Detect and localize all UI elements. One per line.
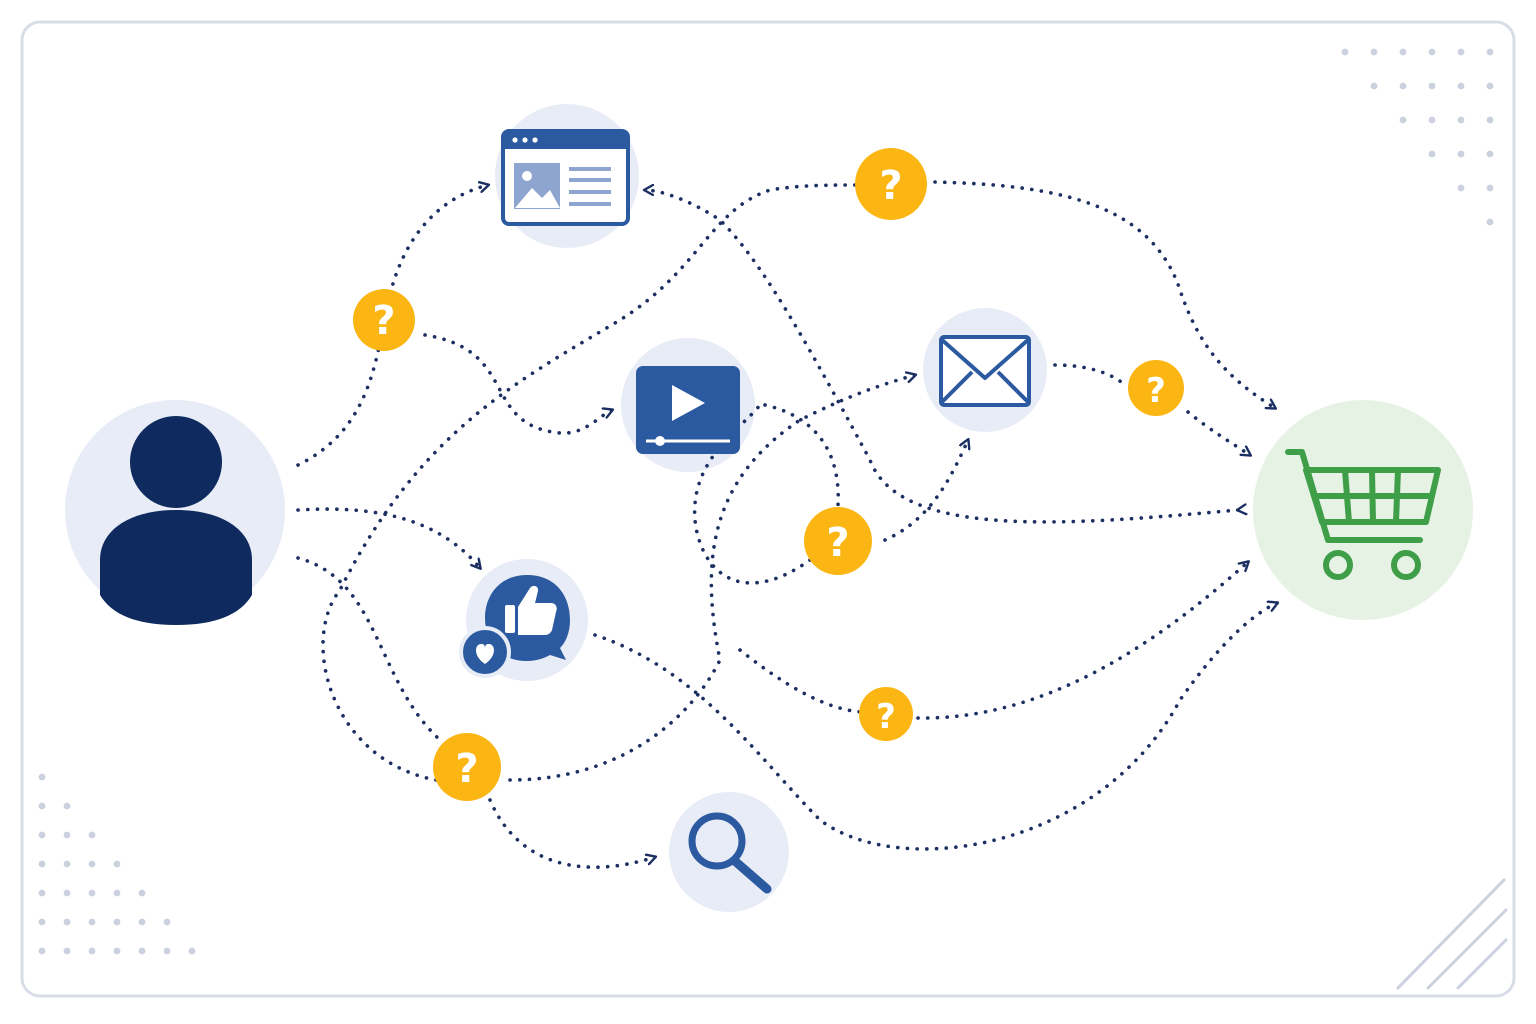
- decor-dot: [1457, 48, 1465, 56]
- decor-dot: [163, 918, 171, 926]
- shopping-cart-icon: [1285, 449, 1441, 580]
- question-badge-q5: ?: [433, 733, 501, 801]
- question-badge-q3: ?: [804, 507, 872, 575]
- decor-dot: [63, 918, 71, 926]
- decor-dot: [1457, 82, 1465, 90]
- path-user-to-q5: [296, 556, 442, 742]
- decor-dot: [1457, 116, 1465, 124]
- question-mark: ?: [1146, 371, 1166, 411]
- decor-dot: [63, 947, 71, 955]
- cart-node-halo: [1253, 400, 1473, 620]
- decor-dot: [88, 918, 96, 926]
- decor-dot: [1486, 116, 1494, 124]
- decor-dot: [1486, 150, 1494, 158]
- decor-dot: [88, 889, 96, 897]
- path-q1-to-video: [423, 333, 612, 435]
- decor-dot: [113, 918, 121, 926]
- decor-dot: [38, 802, 46, 810]
- question-badge-q4: ?: [1128, 360, 1184, 416]
- question-badges: ? ? ? ? ? ?: [353, 148, 1184, 801]
- decor-dot: [138, 918, 146, 926]
- decor-dot: [63, 802, 71, 810]
- decor-dot: [1428, 48, 1436, 56]
- decor-dot: [63, 831, 71, 839]
- path-q5-loop-to-website: [321, 183, 857, 782]
- decor-dot: [1428, 116, 1436, 124]
- decor-dot: [1457, 184, 1465, 192]
- decor-dot: [138, 889, 146, 897]
- thumbs-up-heart-icon: [459, 575, 570, 678]
- question-mark: ?: [879, 163, 902, 209]
- decor-dot: [113, 947, 121, 955]
- decor-dot: [113, 860, 121, 868]
- decor-dot: [63, 889, 71, 897]
- path-q4-to-cart: [1186, 410, 1250, 457]
- decor-dot: [88, 831, 96, 839]
- question-badge-q6: ?: [855, 148, 927, 220]
- decor-dot: [1341, 48, 1349, 56]
- decor-dot: [1486, 218, 1494, 226]
- decor-dot: [1399, 48, 1407, 56]
- decor-dot: [1486, 82, 1494, 90]
- question-badge-q1: ?: [353, 289, 415, 351]
- question-badge-q2: ?: [859, 687, 913, 741]
- decor-dot: [163, 947, 171, 955]
- decor-dot: [38, 831, 46, 839]
- envelope-icon: [939, 335, 1031, 407]
- decor-dot: [1370, 48, 1378, 56]
- decor-dot: [38, 947, 46, 955]
- decor-dot: [1486, 184, 1494, 192]
- path-q3-to-q2: [692, 403, 864, 714]
- search-node-halo: [669, 792, 789, 912]
- path-user-to-social: [296, 507, 480, 568]
- decor-dot: [38, 860, 46, 868]
- path-q5-to-search: [488, 798, 655, 869]
- path-q2-to-cart: [916, 562, 1248, 720]
- decor-dot: [1370, 82, 1378, 90]
- path-q3-to-email: [883, 440, 968, 542]
- decor-dot: [38, 918, 46, 926]
- user-icon: [100, 416, 252, 625]
- decor-dot: [1399, 116, 1407, 124]
- decor-dot: [188, 947, 196, 955]
- magnifier-icon: [688, 812, 772, 894]
- decorative-stripes: [1396, 878, 1508, 990]
- decor-dot: [38, 889, 46, 897]
- decor-dot: [138, 947, 146, 955]
- question-mark: ?: [455, 746, 478, 792]
- decorative-dots-top-right: [1341, 48, 1494, 226]
- decor-dot: [1428, 150, 1436, 158]
- path-email-to-q4: [1053, 363, 1127, 387]
- question-mark: ?: [876, 697, 896, 737]
- decor-dot: [1457, 150, 1465, 158]
- decor-dot: [1428, 82, 1436, 90]
- video-play-icon: [636, 366, 740, 454]
- decor-dot: [113, 889, 121, 897]
- question-mark: ?: [372, 298, 395, 344]
- decor-dot: [1486, 48, 1494, 56]
- decorative-dots-bottom-left: [38, 773, 196, 955]
- path-video-to-q3: [763, 403, 841, 507]
- path-website-to-cart: [645, 190, 1238, 524]
- browser-window-icon: [501, 129, 630, 226]
- decor-dot: [1399, 82, 1407, 90]
- question-mark: ?: [826, 520, 849, 566]
- decor-dot: [63, 860, 71, 868]
- decor-dot: [88, 860, 96, 868]
- decor-dot: [88, 947, 96, 955]
- decor-dot: [38, 773, 46, 781]
